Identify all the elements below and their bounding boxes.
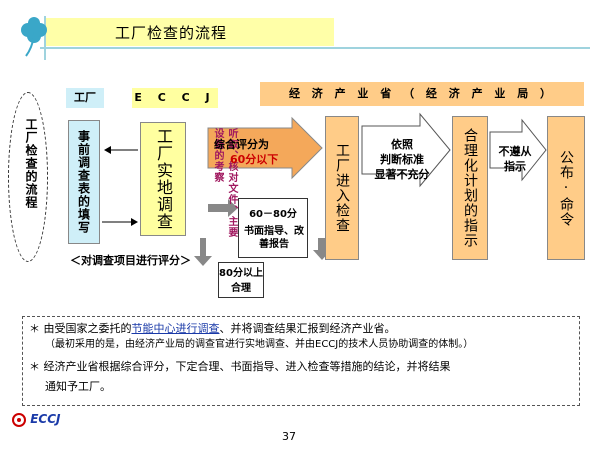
- noncompliance-label: 不遵从 指示: [490, 144, 540, 174]
- onsite-detail-label: 听取、核对文件、主要设备的考察: [212, 128, 237, 238]
- eccj-logo: ECCJ: [12, 412, 60, 427]
- rationalization-plan-box: 合理化计划的指示: [452, 116, 488, 260]
- onsite-survey-label: 工厂实地调查: [154, 128, 173, 230]
- title-bar: [44, 18, 334, 46]
- rationalization-plan-label: 合理化计划的指示: [462, 128, 478, 248]
- arrow-to-written-guidance: [208, 199, 238, 217]
- note-1-sub: （最初采用的是，由经济产业局的调查官进行实地调查、并由ECCJ的技术人员协助调查…: [45, 339, 474, 350]
- score-label-line1: 综合评分为: [214, 138, 269, 151]
- note-1-bullet: ＊: [29, 322, 40, 335]
- written-guidance-box: 60－80分 书面指导、改善报告: [238, 198, 308, 258]
- note-2-bullet: ＊: [29, 360, 40, 373]
- energy-center-link[interactable]: 节能中心进行调查: [131, 322, 220, 335]
- flow-arrows: [102, 112, 547, 266]
- basis-label-line3: 显著不充分: [374, 168, 430, 181]
- score-threshold-label: 综合评分为 60分以下: [214, 137, 294, 167]
- notes-box: ＊ 由受国家之委托的节能中心进行调查、并将调查结果汇报到经济产业省。 （最初采用…: [22, 316, 580, 406]
- arrow-to-reasonable: [194, 238, 212, 266]
- noncompliance-label-line1: 不遵从: [498, 145, 532, 158]
- arrow-basis-insufficient: [361, 112, 451, 188]
- arrow-onsite-to-survey-head: [104, 146, 111, 154]
- note-1-post: 、并将调查结果汇报到经济产业省。: [219, 322, 396, 335]
- title-rule-horizontal: [40, 47, 590, 49]
- arrow-score-below-60: [207, 116, 323, 180]
- note-1-pre: 由受国家之委托的: [43, 322, 132, 335]
- eccj-logo-text: ECCJ: [30, 412, 61, 426]
- arrow-survey-to-onsite-head: [131, 218, 138, 226]
- eccj-logo-icon: [12, 412, 26, 427]
- page-title: 工厂检查的流程: [115, 24, 228, 42]
- basis-label-line2: 判断标准: [380, 153, 424, 166]
- reasonable-range: 80分以上: [219, 268, 263, 279]
- survey-form-label: 事前调查表的填写: [76, 130, 91, 234]
- header-factory: 工厂: [66, 88, 104, 108]
- note-1: ＊ 由受国家之委托的节能中心进行调查、并将调查结果汇报到经济产业省。: [29, 321, 573, 337]
- reasonable-box: 80分以上 合理: [218, 262, 264, 298]
- basis-label: 依照 判断标准 显著不充分: [362, 137, 442, 182]
- entry-inspection-box: 工厂进入检查: [325, 116, 359, 260]
- note-2-line2: 通知予工厂。: [45, 380, 111, 393]
- reasonable-desc: 合理: [231, 283, 251, 294]
- flow-side-ellipse: [8, 92, 48, 262]
- header-eccj: E C C J: [132, 88, 218, 108]
- announce-order-box: 公布·命令: [547, 116, 585, 260]
- survey-form-box: 事前调查表的填写: [68, 120, 100, 244]
- announce-order-label: 公布·命令: [558, 149, 574, 227]
- onsite-survey-box: 工厂实地调查: [140, 122, 186, 236]
- title-rule-vertical: [44, 16, 46, 60]
- arrow-noncompliance: [489, 118, 547, 182]
- page-number: 37: [282, 430, 296, 443]
- basis-label-line1: 依照: [391, 138, 413, 151]
- written-guidance-desc: 书面指导、改善报告: [244, 226, 304, 250]
- evaluation-caption: ＜对调查项目进行评分＞: [70, 254, 191, 267]
- clover-icon: [21, 17, 47, 57]
- note-2-line1: 经济产业省根据综合评分，下定合理、书面指导、进入检查等措施的结论，并将结果: [43, 360, 451, 373]
- written-guidance-range: 60－80分: [249, 209, 297, 220]
- noncompliance-label-line2: 指示: [504, 160, 526, 173]
- flow-side-label: 工厂检查的流程: [24, 118, 38, 209]
- note-2: ＊ 经济产业省根据综合评分，下定合理、书面指导、进入检查等措施的结论，并将结果: [29, 359, 573, 375]
- entry-inspection-label: 工厂进入检查: [334, 143, 350, 233]
- score-label-line2: 60分以下: [230, 153, 279, 166]
- header-ministry: 经 济 产 业 省 （ 经 济 产 业 局 ）: [260, 82, 584, 106]
